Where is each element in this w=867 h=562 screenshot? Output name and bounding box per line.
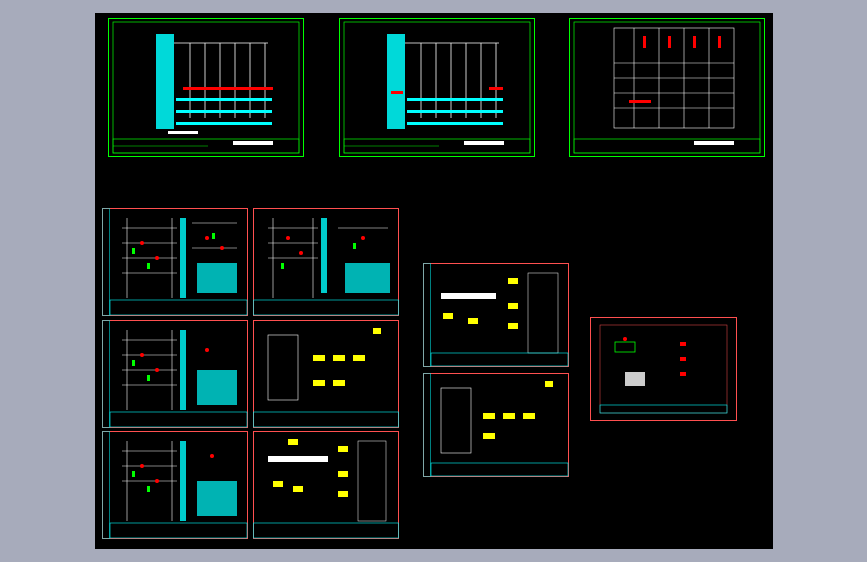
wiring-schematic-4-graphic [102, 431, 248, 539]
sheet-wiring-schematic-1[interactable] [102, 208, 248, 316]
system-diagram-b-graphic [339, 18, 535, 157]
component-layout-2-graphic [253, 431, 399, 539]
sheet-system-diagram-a[interactable] [108, 18, 304, 157]
component-layout-4-graphic [423, 373, 569, 477]
sheet-component-layout-2[interactable] [253, 431, 399, 539]
sheet-wiring-schematic-2[interactable] [253, 208, 399, 316]
component-layout-3-graphic [423, 263, 569, 367]
wiring-schematic-2-graphic [253, 208, 399, 316]
sheet-wiring-schematic-4[interactable] [102, 431, 248, 539]
sheet-schedule-table[interactable] [569, 18, 765, 157]
wiring-schematic-1-graphic [102, 208, 248, 316]
sheet-component-layout-5[interactable] [590, 317, 737, 421]
component-layout-1-graphic [253, 320, 399, 428]
component-layout-5-graphic [590, 317, 737, 421]
sheet-wiring-schematic-3[interactable] [102, 320, 248, 428]
sheet-component-layout-4[interactable] [423, 373, 569, 477]
sheet-system-diagram-b[interactable] [339, 18, 535, 157]
schedule-table-graphic [569, 18, 765, 157]
sheet-component-layout-1[interactable] [253, 320, 399, 428]
system-diagram-a-graphic [108, 18, 304, 157]
drawing-canvas[interactable] [95, 13, 773, 549]
sheet-component-layout-3[interactable] [423, 263, 569, 367]
wiring-schematic-3-graphic [102, 320, 248, 428]
